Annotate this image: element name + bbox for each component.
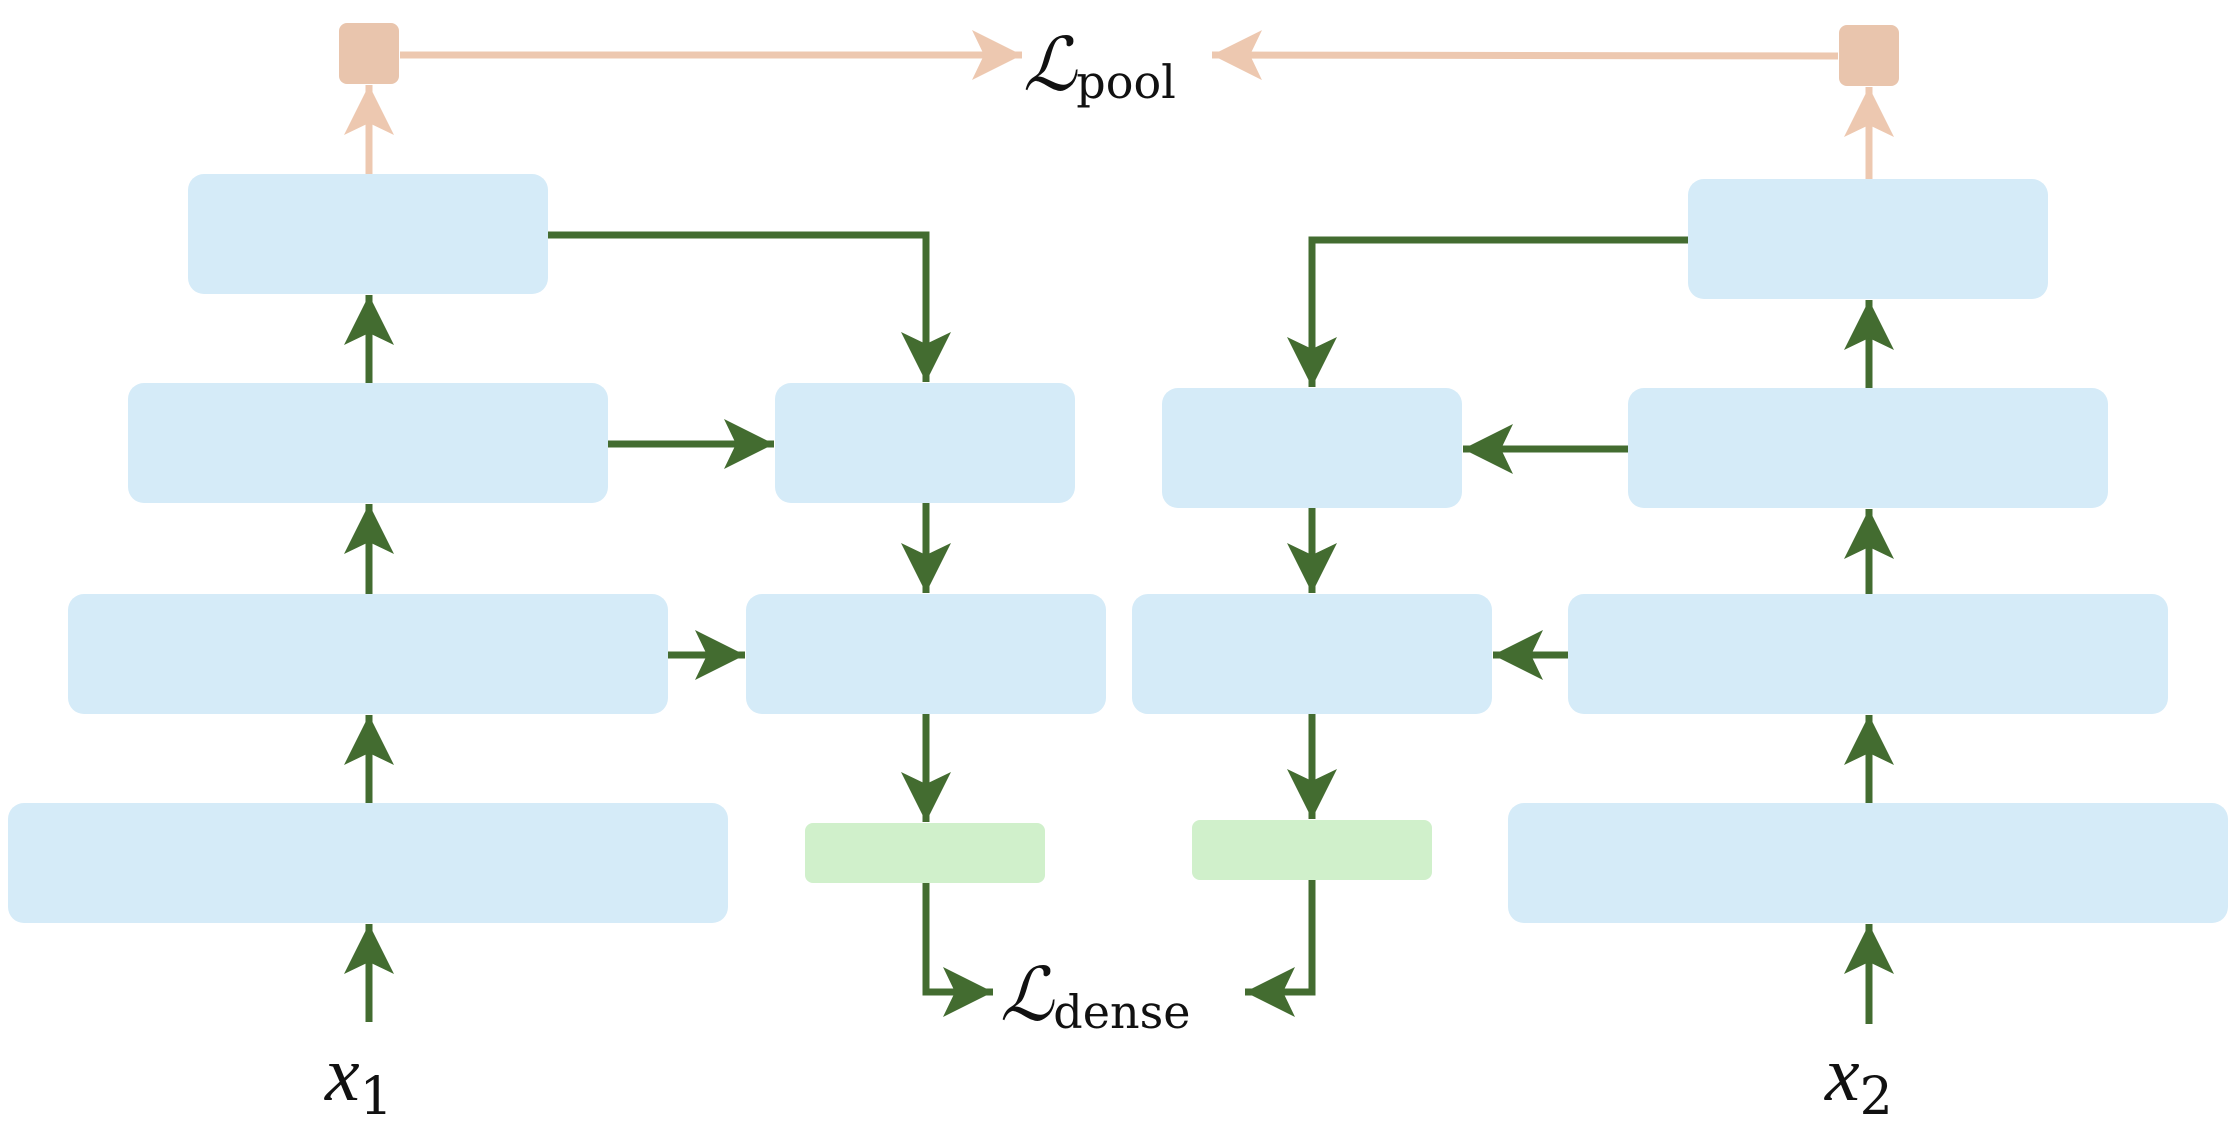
right-pool-to-loss-arrow — [1211, 30, 1839, 81]
input-2-label: x2 — [1824, 1030, 1893, 1127]
left-encoder-block-1 — [8, 803, 728, 923]
pool-arrows — [344, 30, 1894, 179]
right-dense-to-loss-arrow — [1245, 880, 1316, 1017]
loss-dense-symbol: ℒ — [1000, 955, 1055, 1037]
left-dense-to-loss-arrow — [922, 883, 993, 1017]
left-decoder-block-1 — [775, 383, 1075, 503]
left-top-skip-arrow — [548, 231, 951, 382]
left-encoder — [8, 174, 728, 923]
input-1-variable: x — [324, 1030, 360, 1117]
right-top-skip-arrow — [1287, 236, 1688, 387]
right-encoder-block-4 — [1688, 179, 2048, 299]
left-pool-node — [339, 23, 399, 84]
right-encoder-block-1 — [1508, 803, 2228, 923]
left-decoder — [746, 383, 1106, 883]
right-dense-head — [1192, 820, 1432, 880]
input-1-label: x1 — [324, 1030, 393, 1127]
loss-dense-subscript: dense — [1053, 985, 1190, 1039]
loss-pool-symbol: ℒ — [1023, 25, 1078, 107]
loss-pool-label: ℒpool — [1023, 25, 1176, 109]
input-2-variable: x — [1824, 1030, 1860, 1117]
right-encoder-block-3 — [1628, 388, 2108, 508]
right-decoder-block-2 — [1132, 594, 1492, 714]
left-decoder-block-2 — [746, 594, 1106, 714]
loss-dense-label: ℒdense — [1000, 955, 1190, 1039]
right-encoder-block-2 — [1568, 594, 2168, 714]
right-decoder — [1132, 388, 1492, 880]
flow-arrows — [344, 231, 1894, 1024]
input-2-subscript: 2 — [1860, 1067, 1893, 1127]
loss-pool-subscript: pool — [1076, 55, 1176, 109]
left-encoder-block-3 — [128, 383, 608, 503]
input-1-subscript: 1 — [360, 1067, 393, 1127]
right-encoder — [1508, 179, 2228, 923]
left-encoder-block-4 — [188, 174, 548, 294]
left-encoder-block-2 — [68, 594, 668, 714]
right-decoder-block-1 — [1162, 388, 1462, 508]
left-dense-head — [805, 823, 1045, 883]
right-pool-node — [1839, 25, 1899, 86]
